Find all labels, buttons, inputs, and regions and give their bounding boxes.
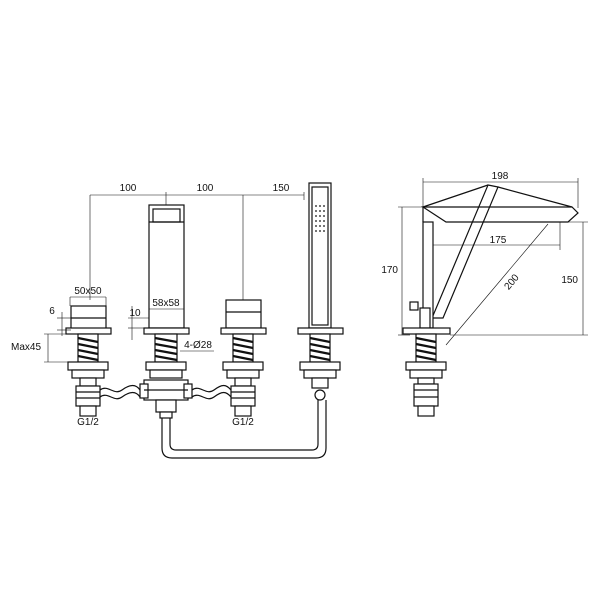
thread-left-label: G1/2 [77, 417, 99, 428]
spray-pattern [315, 205, 325, 232]
thread-right-label: G1/2 [232, 417, 254, 428]
spout-diagonal-arm [431, 184, 499, 319]
handle-size-label: 50x50 [74, 286, 102, 297]
left-valve: 50x50 6 Max45 [11, 286, 112, 428]
spout-size-label: 58x58 [152, 298, 180, 309]
center-spout: 58x58 10 4-Ø28 [128, 204, 214, 419]
spout-height-label: 170 [381, 265, 398, 276]
spacing-middle-label: 100 [197, 183, 214, 194]
outlet-height-label: 150 [561, 275, 578, 286]
spout-profile [420, 206, 579, 223]
front-view: 100 100 150 50x50 6 Max45 [11, 182, 344, 459]
side-view: 198 175 200 170 150 [381, 171, 588, 417]
handle-gap-label: 6 [49, 306, 55, 317]
spout-diagonal-label: 200 [503, 272, 522, 292]
spacing-dimensions: 100 100 150 [89, 183, 305, 300]
spacing-right-label: 150 [273, 183, 290, 194]
connecting-hoses [99, 384, 232, 400]
right-valve: G1/2 [220, 299, 267, 428]
hole-diameter-label: 4-Ø28 [184, 340, 212, 351]
shower-hose [161, 400, 327, 459]
right-handle [225, 299, 262, 329]
spout-gap-label: 10 [129, 308, 141, 319]
spout-inner-reach-label: 175 [490, 235, 507, 246]
spout-reach-label: 198 [492, 171, 509, 182]
spout-body [148, 204, 185, 329]
spacing-left-label: 100 [120, 183, 137, 194]
deck-thickness-label: Max45 [11, 342, 41, 353]
hand-shower [297, 182, 344, 401]
